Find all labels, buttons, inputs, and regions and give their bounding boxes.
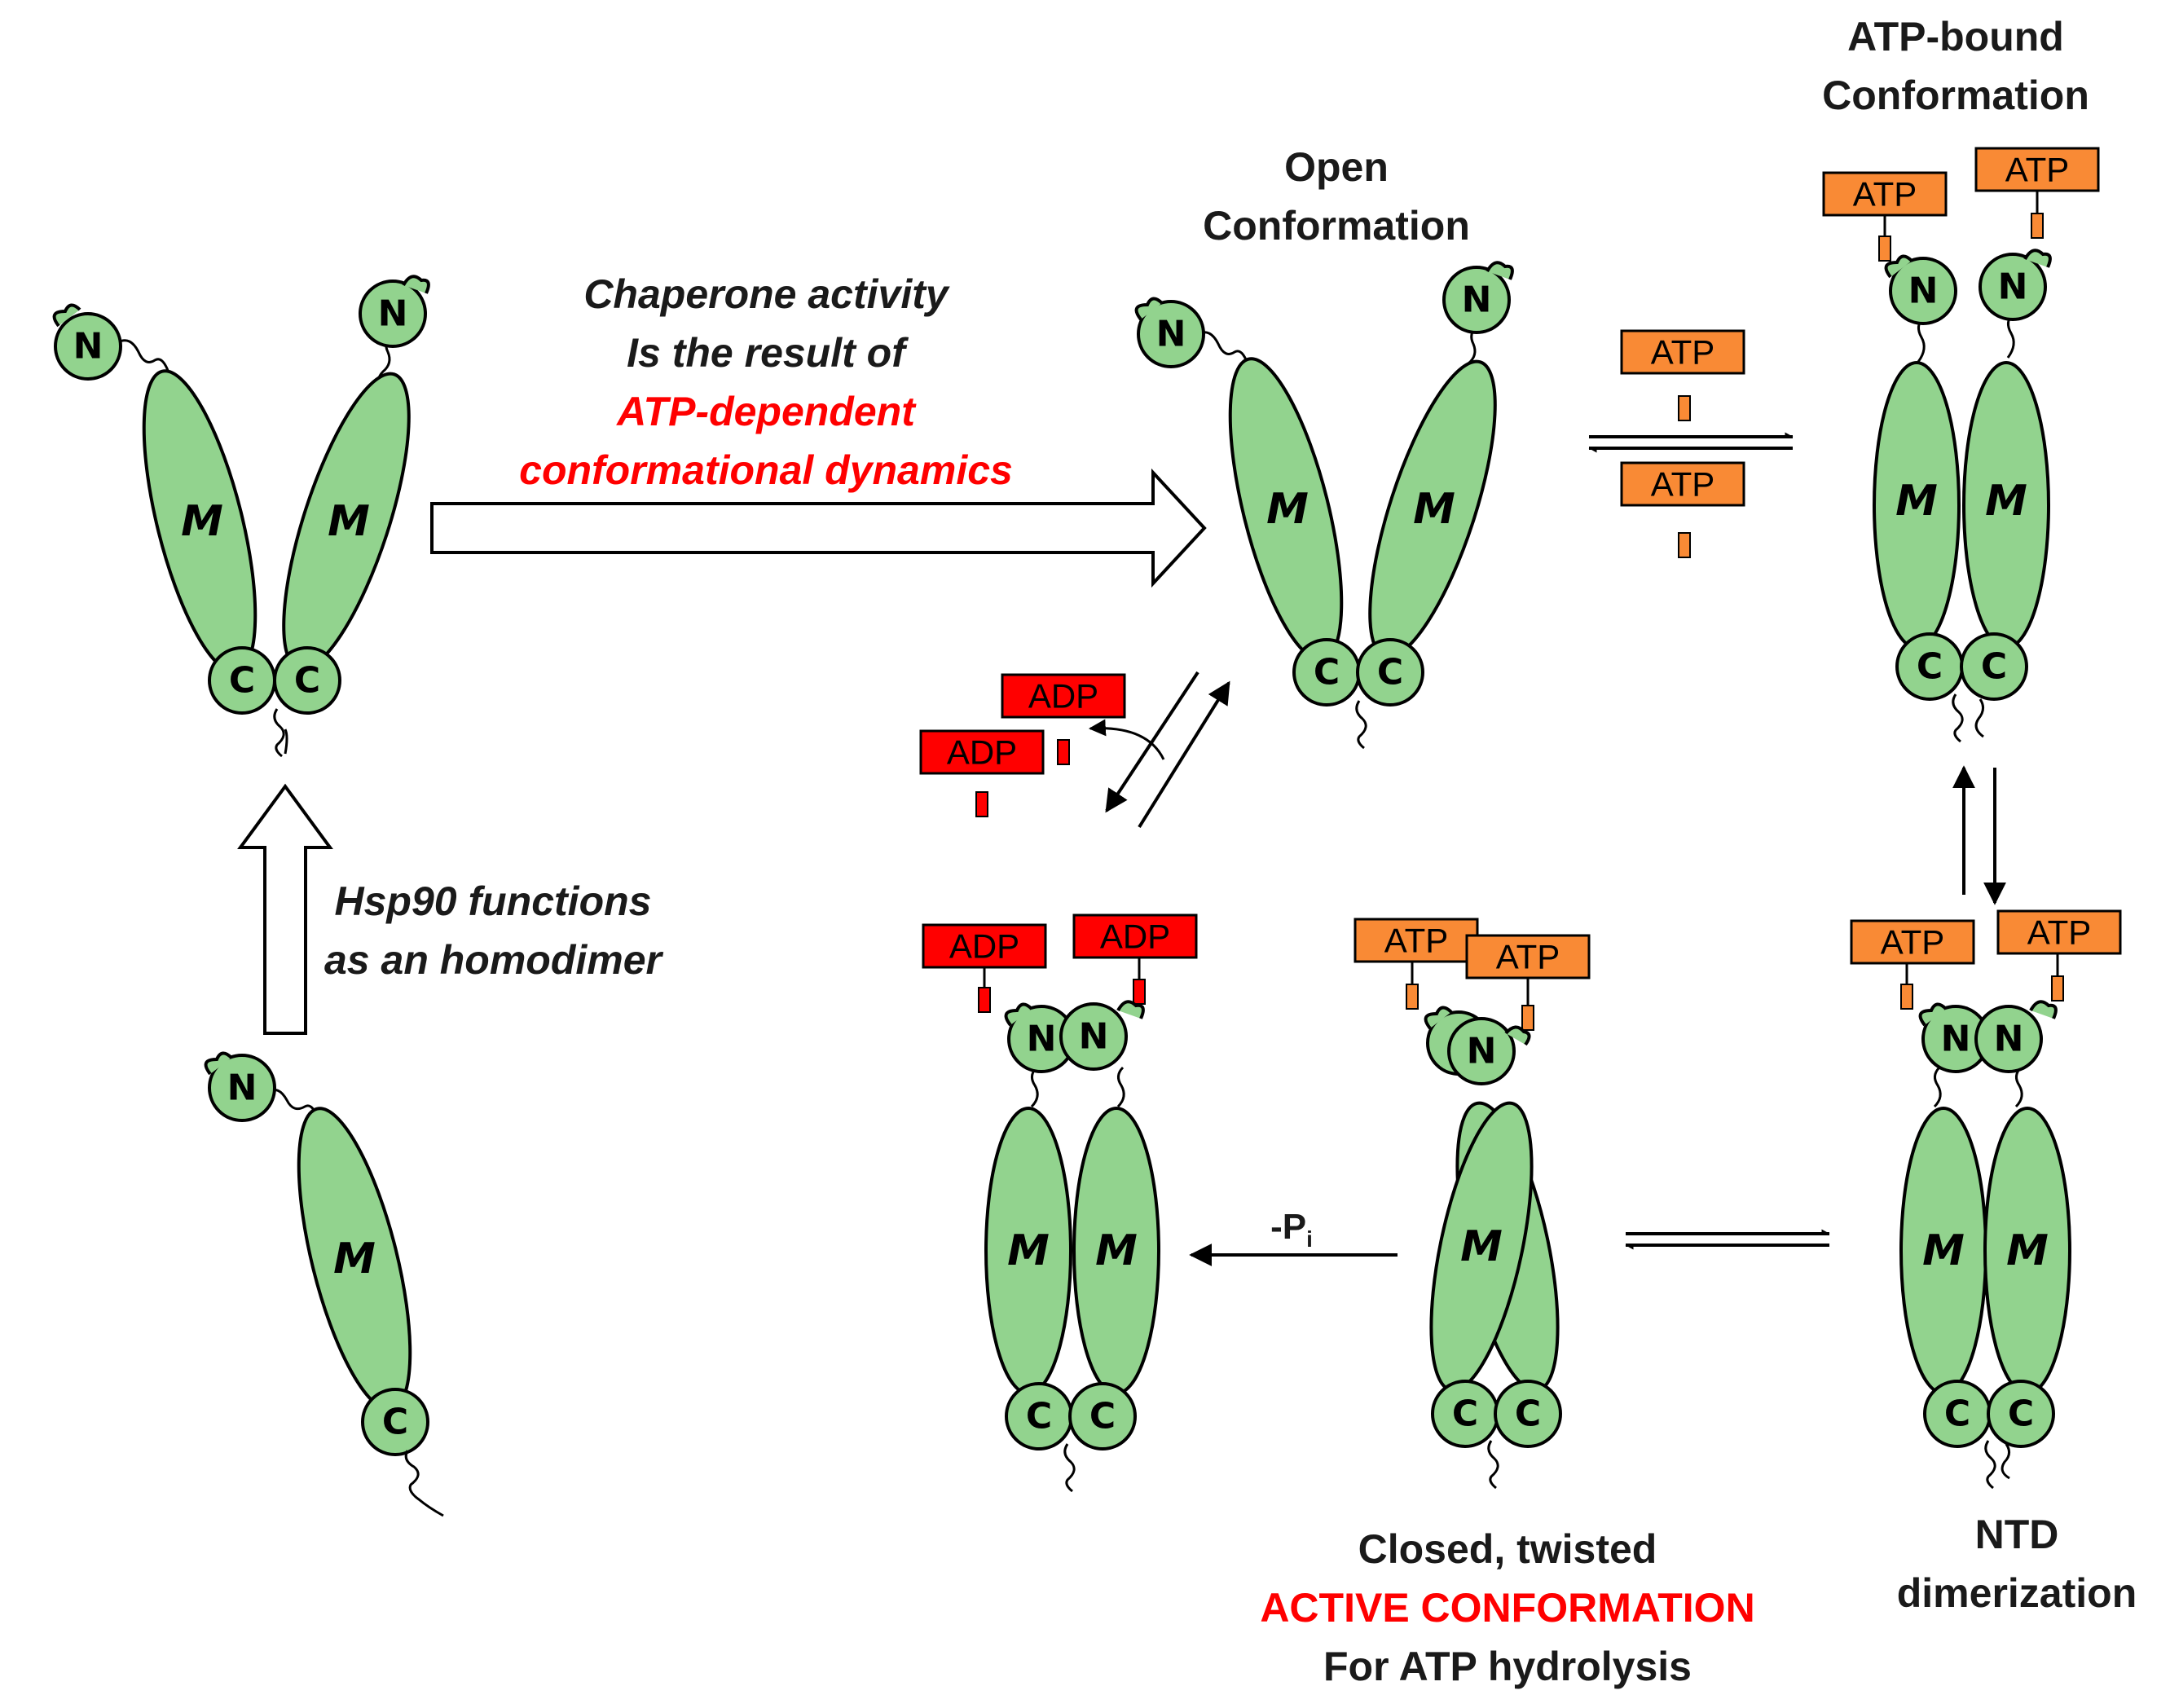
n-label: N [1994,1019,2024,1060]
caption-open-1: Open [1284,144,1389,190]
atp-label: ATP [1651,333,1715,372]
c-label: C [1026,1396,1052,1437]
hsp90-monomer: N M C [204,1051,444,1517]
caption-homodimer-2: as an homodimer [324,937,664,983]
m-label: M [1922,1226,1965,1275]
atp-label: ATP [1651,465,1715,504]
m-label: M [1895,477,1938,526]
c-label: C [1089,1396,1116,1437]
n-label: N [1941,1019,1971,1060]
caption-chaperone-2: Is the result of [627,330,909,376]
c-label: C [1452,1393,1478,1435]
atp-label: ATP [2005,151,2070,189]
caption-closed-1: Closed, twisted [1358,1526,1657,1572]
n-label: N [1079,1016,1109,1058]
m-label: M [1266,485,1309,534]
atp-label: ATP [2027,913,2092,952]
atp-label: ATP [1384,922,1449,960]
caption-atp-bound-1: ATP-bound [1847,14,2064,59]
adp-label: ADP [949,927,1019,966]
m-label: M [333,1235,376,1283]
c-label: C [229,660,255,702]
m-label: M [1460,1222,1503,1271]
n-label: N [227,1068,257,1109]
n-label: N [1998,266,2028,308]
m-label: M [181,497,223,546]
caption-closed-2: ACTIVE CONFORMATION [1260,1585,1754,1631]
caption-ntd-2: dimerization [1897,1570,2137,1616]
c-label: C [382,1402,408,1443]
pi-subscript: i [1306,1226,1313,1252]
n-domain [208,1054,276,1122]
pi-label: -Pi [1270,1207,1313,1252]
atp-label: ATP [1496,938,1560,976]
c-domain-right [273,646,341,715]
atp-label: ATP [1881,923,1945,962]
n-label: N [1467,1031,1497,1072]
adp-label: ADP [1100,918,1170,956]
c-domain [361,1388,429,1456]
adp-release-equilibrium: ADP ADP [919,671,1230,829]
atp-label: ATP [1853,175,1917,214]
n-label: N [73,326,103,368]
c-label: C [1314,652,1340,693]
caption-open-2: Conformation [1203,203,1470,249]
ntd-dimerization-equilibrium [1952,765,2006,905]
m-label: M [1007,1226,1050,1275]
caption-closed-3: For ATP hydrolysis [1323,1644,1692,1689]
ntd-dimerized-conformation: ATP ATP N N M M C C [1850,909,2122,1490]
c-label: C [1377,652,1403,693]
c-label: C [1981,646,2007,688]
adp-label: ADP [1028,677,1098,715]
homodimer-v-shape: N N M M C C [52,275,430,758]
pi-prefix: -P [1270,1207,1306,1247]
n-label: N [1156,314,1186,355]
c-label: C [1944,1393,1970,1435]
atp-binding-equilibrium: ATP ATP [1588,329,1794,558]
m-label: M [1413,485,1455,534]
m-label: M [328,497,370,546]
c-label: C [294,660,320,702]
n-label: N [378,293,408,335]
c-label: C [2008,1393,2034,1435]
atp-bound-conformation: ATP ATP N N M M C C [1822,147,2100,743]
c-label: C [1515,1393,1541,1435]
adp-bound-conformation: ADP ADP N N M M C C [922,913,1198,1493]
caption-chaperone-4: conformational dynamics [519,447,1013,493]
m-label: M [1985,477,2027,526]
n-label: N [1908,271,1939,312]
n-domain-right [359,280,427,348]
twisted-equilibrium [1625,1229,1830,1250]
caption-atp-bound-2: Conformation [1822,73,2089,118]
open-conformation: N N M M C C [1134,261,1514,750]
n-domain-left [54,312,122,381]
m-label: M [1095,1226,1138,1275]
n-label: N [1027,1019,1057,1060]
pi-release-arrow: -Pi [1189,1207,1398,1266]
n-label: N [1462,280,1492,321]
hollow-arrow-up [237,783,333,1035]
hollow-arrow-right [430,468,1207,588]
c-label: C [1917,646,1943,688]
caption-homodimer-1: Hsp90 functions [335,878,652,924]
caption-chaperone-1: Chaperone activity [583,271,950,317]
closed-twisted-conformation: ATP ATP N M C C [1353,918,1591,1490]
adp-label: ADP [947,733,1017,772]
m-label: M [2006,1226,2049,1275]
caption-chaperone-3: ATP-dependent [615,389,917,434]
caption-ntd-1: NTD [1975,1512,2059,1557]
